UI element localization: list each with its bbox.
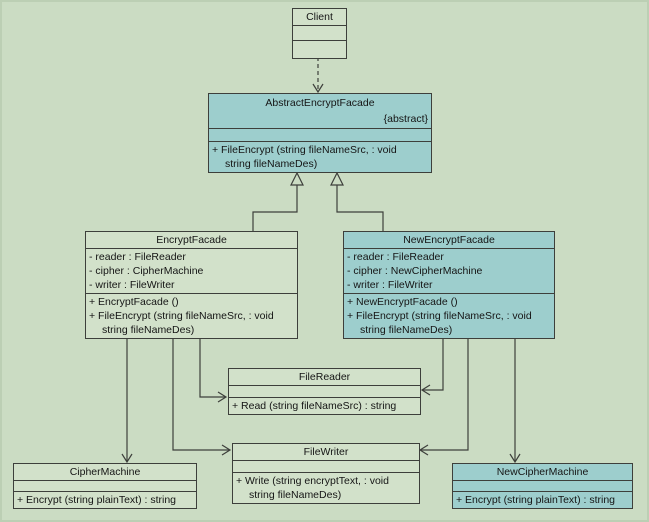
class-client-name: Client (293, 9, 346, 26)
class-encryptfacade: EncryptFacade - reader : FileReader - ci… (85, 231, 298, 339)
class-newciphermachine-operations: + Encrypt (string plainText) : string (453, 492, 632, 508)
association-newencryptfacade-to-filereader (420, 338, 444, 396)
class-abstractencryptfacade-attributes (209, 129, 431, 142)
operation: + Encrypt (string plainText) : string (17, 494, 177, 506)
class-abstractencryptfacade-header: AbstractEncryptFacade {abstract} (209, 94, 431, 129)
operation: + Encrypt (string plainText) : string (456, 494, 616, 506)
operation-continuation: string fileNameDes) (102, 324, 195, 336)
class-encryptfacade-attributes: - reader : FileReader - cipher : CipherM… (86, 249, 297, 294)
operation: + Write (string encryptText, : void (236, 475, 389, 487)
association-encryptfacade-to-filereader (199, 338, 228, 403)
association-encryptfacade-to-filewriter (172, 338, 232, 456)
class-newencryptfacade-name: NewEncryptFacade (344, 232, 554, 249)
class-newciphermachine-attributes (453, 481, 632, 492)
operation-continuation: string fileNameDes) (225, 158, 318, 170)
attribute: - cipher : CipherMachine (89, 265, 204, 277)
class-ciphermachine: CipherMachine + Encrypt (string plainTex… (13, 463, 197, 509)
operation: + FileEncrypt (string fileNameSrc, : voi… (89, 310, 274, 322)
class-filereader-name: FileReader (229, 369, 420, 386)
class-filereader-operations: + Read (string fileNameSrc) : string (229, 398, 420, 414)
attribute: - reader : FileReader (89, 251, 186, 263)
class-abstractencryptfacade-operations: + FileEncrypt (string fileNameSrc, : voi… (209, 142, 431, 172)
generalization-newencryptfacade-to-abstractencryptfacade (330, 171, 384, 231)
class-filereader: FileReader + Read (string fileNameSrc) :… (228, 368, 421, 415)
operation: + FileEncrypt (string fileNameSrc, : voi… (212, 144, 397, 156)
operation-continuation: string fileNameDes) (249, 489, 342, 501)
class-client: Client (292, 8, 347, 59)
operation-continuation: string fileNameDes) (360, 324, 453, 336)
abstract-stereotype: {abstract} (383, 113, 428, 125)
class-newciphermachine-name: NewCipherMachine (453, 464, 632, 481)
attribute: - writer : FileWriter (347, 279, 433, 291)
attribute: - writer : FileWriter (89, 279, 175, 291)
class-newencryptfacade-attributes: - reader : FileReader - cipher : NewCiph… (344, 249, 554, 294)
class-filewriter-operations: + Write (string encryptText, : void stri… (233, 473, 419, 503)
operation: + NewEncryptFacade () (347, 296, 458, 308)
class-encryptfacade-name: EncryptFacade (86, 232, 297, 249)
association-newencryptfacade-to-newciphermachine (509, 338, 521, 464)
class-client-operations (293, 41, 346, 58)
operation: + EncryptFacade () (89, 296, 179, 308)
class-newciphermachine: NewCipherMachine + Encrypt (string plain… (452, 463, 633, 509)
operation: + FileEncrypt (string fileNameSrc, : voi… (347, 310, 532, 322)
association-encryptfacade-to-ciphermachine (121, 338, 133, 464)
class-newencryptfacade-operations: + NewEncryptFacade () + FileEncrypt (str… (344, 294, 554, 338)
class-ciphermachine-name: CipherMachine (14, 464, 196, 481)
class-filewriter-attributes (233, 461, 419, 473)
generalization-encryptfacade-to-abstractencryptfacade (252, 171, 304, 231)
class-abstractencryptfacade-name: AbstractEncryptFacade (265, 97, 375, 109)
class-ciphermachine-attributes (14, 481, 196, 492)
class-abstractencryptfacade: AbstractEncryptFacade {abstract} + FileE… (208, 93, 432, 173)
class-ciphermachine-operations: + Encrypt (string plainText) : string (14, 492, 196, 508)
class-newencryptfacade: NewEncryptFacade - reader : FileReader -… (343, 231, 555, 339)
class-filereader-attributes (229, 386, 420, 398)
attribute: - cipher : NewCipherMachine (347, 265, 483, 277)
class-encryptfacade-operations: + EncryptFacade () + FileEncrypt (string… (86, 294, 297, 338)
association-newencryptfacade-to-filewriter (418, 338, 469, 456)
attribute: - reader : FileReader (347, 251, 444, 263)
dependency-client-to-abstractencryptfacade (312, 57, 324, 94)
operation: + Read (string fileNameSrc) : string (232, 400, 397, 412)
class-filewriter: FileWriter + Write (string encryptText, … (232, 443, 420, 504)
class-filewriter-name: FileWriter (233, 444, 419, 461)
class-client-attributes (293, 26, 346, 41)
